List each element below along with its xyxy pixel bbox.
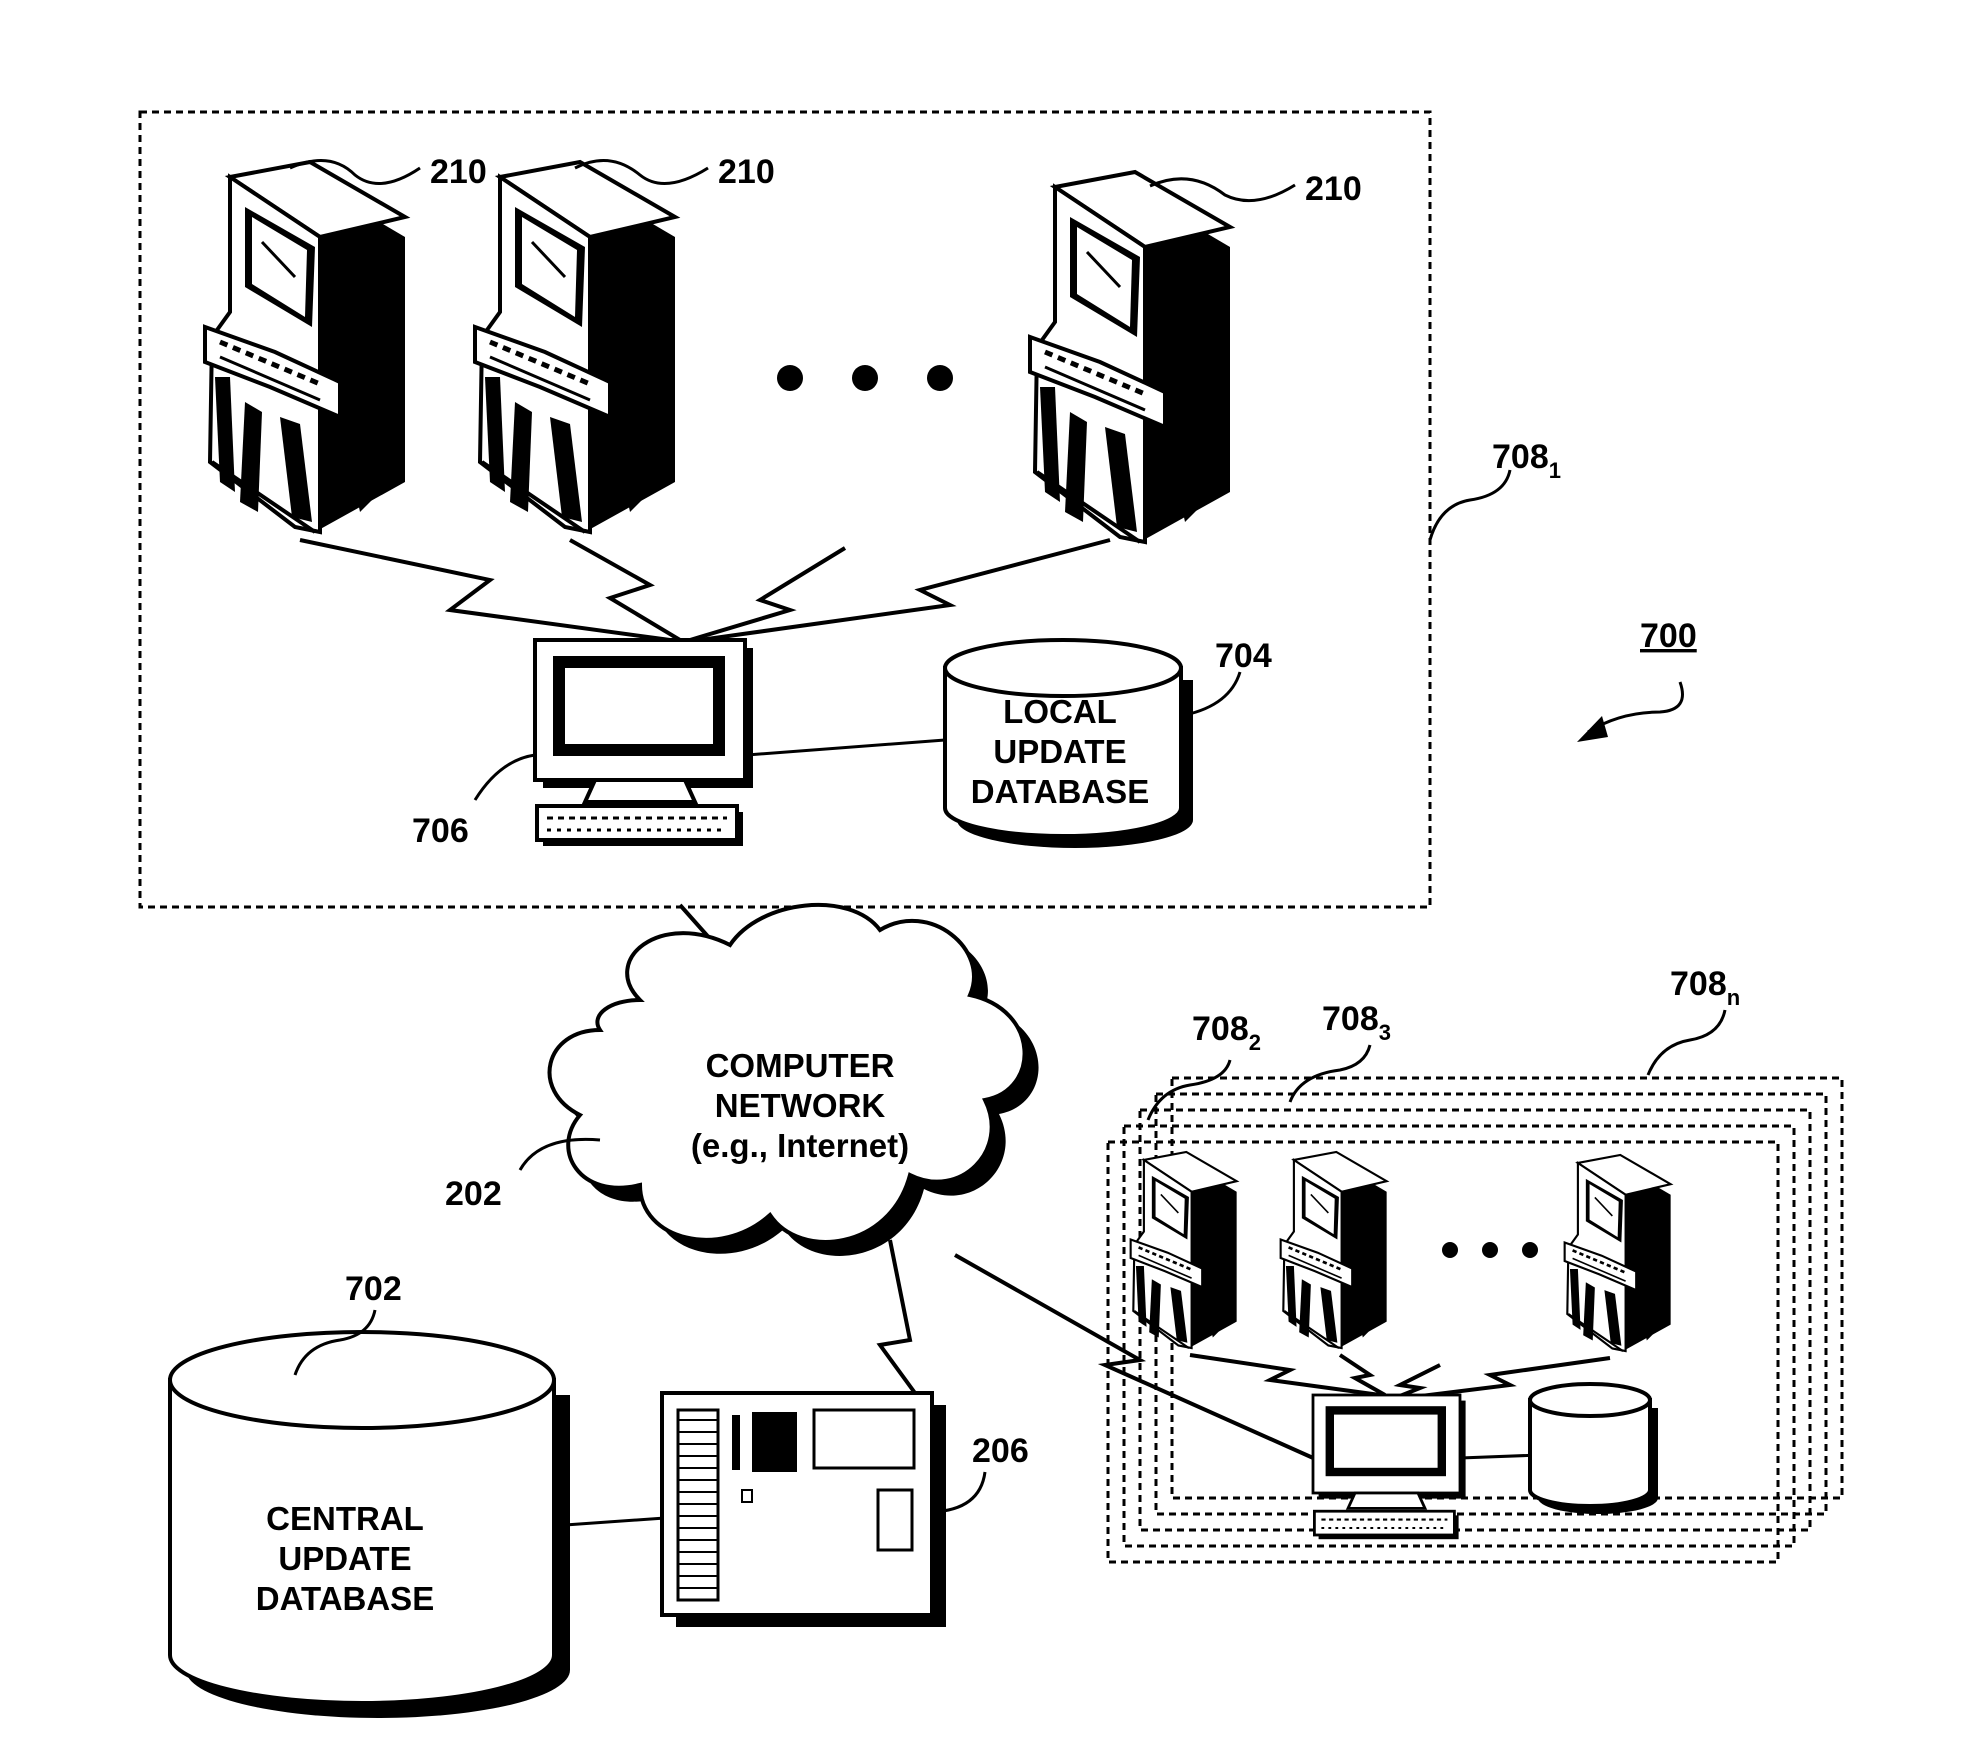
ref-708-n: 708n xyxy=(1670,965,1740,1010)
ref-704: 704 xyxy=(1215,637,1272,675)
update-server xyxy=(662,1393,946,1627)
gaming-machine-2 xyxy=(475,162,675,532)
ref-702: 702 xyxy=(345,1270,402,1308)
ref-210-1: 210 xyxy=(430,153,487,191)
link-central-db-server xyxy=(565,1518,665,1525)
ref-210-2: 210 xyxy=(718,153,775,191)
leader-708-n xyxy=(1648,1010,1725,1075)
central-update-database: CENTRAL UPDATE DATABASE xyxy=(170,1332,570,1718)
gaming-machine-3 xyxy=(1030,172,1230,542)
local-db-line1: LOCAL xyxy=(1003,693,1117,730)
ref-210-3: 210 xyxy=(1305,170,1362,208)
wireless-link-3 xyxy=(690,548,845,640)
network-line3: (e.g., Internet) xyxy=(691,1127,909,1164)
leader-704 xyxy=(1185,672,1240,715)
central-db-line1: CENTRAL xyxy=(266,1500,424,1537)
remote-group-4-boundary xyxy=(1156,1094,1826,1514)
gaming-machine-1 xyxy=(205,162,405,532)
remote-group-3-boundary xyxy=(1140,1110,1810,1530)
link-computer-local-db xyxy=(747,740,945,755)
central-db-line2: UPDATE xyxy=(278,1540,411,1577)
arrow-700-head xyxy=(1577,716,1608,742)
remote-gaming-machine-1 xyxy=(1131,1152,1237,1348)
ellipsis-dots xyxy=(777,365,953,391)
central-db-line3: DATABASE xyxy=(256,1580,434,1617)
ref-700: 700 xyxy=(1640,617,1697,655)
ref-706: 706 xyxy=(412,812,469,850)
remote-gaming-machine-2 xyxy=(1281,1152,1387,1348)
ref-202: 202 xyxy=(445,1175,502,1213)
local-update-database: LOCAL UPDATE DATABASE xyxy=(945,640,1193,848)
ref-708-1: 7081 xyxy=(1492,438,1561,483)
wireless-link-4 xyxy=(700,540,1110,640)
remote-computer xyxy=(1313,1395,1466,1539)
leader-708-1 xyxy=(1430,470,1510,540)
ref-708-2: 7082 xyxy=(1192,1010,1261,1055)
wireless-link-2 xyxy=(570,540,680,640)
remote-database xyxy=(1530,1384,1658,1514)
local-db-line2: UPDATE xyxy=(993,733,1126,770)
leader-706 xyxy=(475,755,535,800)
local-db-line3: DATABASE xyxy=(971,773,1149,810)
remote-ellipsis-dots xyxy=(1442,1242,1538,1258)
remote-gaming-machine-3 xyxy=(1565,1155,1671,1351)
wireless-link-network-server xyxy=(880,1240,915,1393)
wireless-link-1 xyxy=(300,540,670,640)
network-line1: COMPUTER xyxy=(706,1047,895,1084)
ref-708-3: 7083 xyxy=(1322,1000,1391,1045)
network-line2: NETWORK xyxy=(715,1087,886,1124)
local-computer xyxy=(535,640,753,846)
computer-network-cloud: COMPUTER NETWORK (e.g., Internet) xyxy=(550,905,1039,1256)
ref-206: 206 xyxy=(972,1432,1029,1470)
